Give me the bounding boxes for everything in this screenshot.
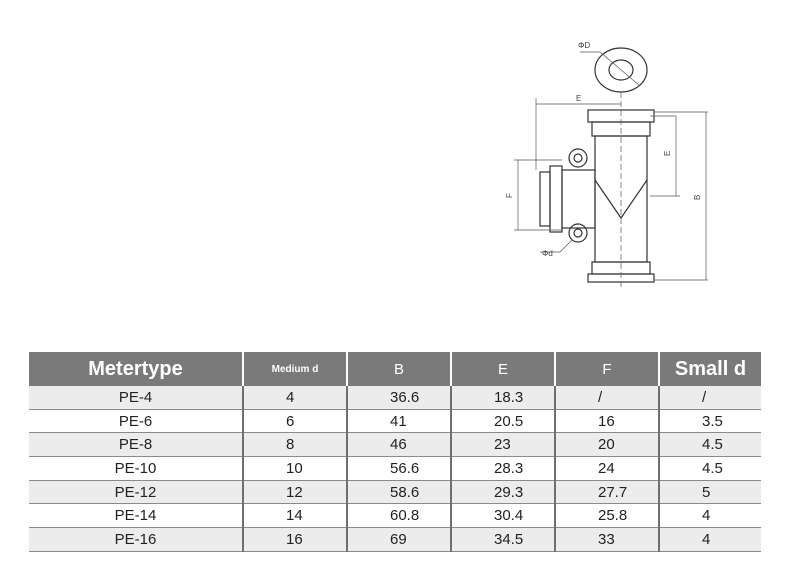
table-row: PE-4 4 36.6 18.3 / / xyxy=(29,386,761,410)
mounting-hole-bottom xyxy=(568,223,588,243)
cell-b: 69 xyxy=(347,527,452,552)
cell-b: 58.6 xyxy=(347,480,452,505)
header-metertype: Metertype xyxy=(29,352,244,386)
label-F: F xyxy=(505,193,514,198)
phi-D-diagonal xyxy=(599,51,641,87)
cell-metertype: PE-6 xyxy=(29,409,244,434)
cell-medium-d: 6 xyxy=(243,409,348,434)
table-header-row: Metertype Medium d B E F Small d xyxy=(29,352,761,386)
cell-medium-d: 4 xyxy=(243,386,348,410)
cell-small-d: 4 xyxy=(659,503,761,529)
cell-metertype: PE-4 xyxy=(29,386,244,410)
cell-e: 23 xyxy=(451,432,556,458)
cell-small-d: 4.5 xyxy=(659,456,761,481)
cell-e: 18.3 xyxy=(451,386,556,410)
cell-metertype: PE-12 xyxy=(29,480,244,505)
cell-b: 41 xyxy=(347,409,452,434)
header-e: E xyxy=(451,352,556,386)
label-phi-d: Φd xyxy=(542,249,553,258)
table-row: PE-16 16 69 34.5 33 4 xyxy=(29,527,761,552)
side-branch xyxy=(561,169,596,229)
cell-small-d: 4 xyxy=(659,527,761,552)
phi-d-diagonal xyxy=(559,239,573,253)
cell-e: 20.5 xyxy=(451,409,556,434)
label-phi-D: ΦD xyxy=(578,41,590,50)
cell-f: / xyxy=(555,386,660,410)
cell-b: 56.6 xyxy=(347,456,452,481)
cell-metertype: PE-16 xyxy=(29,527,244,552)
cell-f: 16 xyxy=(555,409,660,434)
cell-f: 20 xyxy=(555,432,660,458)
mounting-hole-bottom-inner xyxy=(573,228,583,238)
header-f: F xyxy=(555,352,660,386)
mounting-hole-top-inner xyxy=(573,153,583,163)
cell-medium-d: 10 xyxy=(243,456,348,481)
header-b: B xyxy=(347,352,452,386)
spec-table: Metertype Medium d B E F Small d PE-4 4 … xyxy=(29,352,761,552)
cell-medium-d: 12 xyxy=(243,480,348,505)
cell-b: 60.8 xyxy=(347,503,452,529)
cell-small-d: 5 xyxy=(659,480,761,505)
main-body xyxy=(594,135,648,263)
cell-medium-d: 16 xyxy=(243,527,348,552)
cell-small-d: 3.5 xyxy=(659,409,761,434)
label-E2: E xyxy=(663,151,672,156)
cell-f: 27.7 xyxy=(555,480,660,505)
cell-e: 34.5 xyxy=(451,527,556,552)
cell-metertype: PE-14 xyxy=(29,503,244,529)
header-medium-d: Medium d xyxy=(243,352,348,386)
cell-f: 25.8 xyxy=(555,503,660,529)
cell-metertype: PE-8 xyxy=(29,432,244,458)
top-view-inner-ring xyxy=(608,59,634,81)
label-E: E xyxy=(576,94,581,103)
cell-medium-d: 8 xyxy=(243,432,348,458)
side-collet xyxy=(539,171,551,227)
cell-metertype: PE-10 xyxy=(29,456,244,481)
table-row: PE-10 10 56.6 28.3 24 4.5 xyxy=(29,456,761,481)
table-row: PE-12 12 58.6 29.3 27.7 5 xyxy=(29,480,761,505)
cell-small-d: / xyxy=(659,386,761,410)
cell-medium-d: 14 xyxy=(243,503,348,529)
cell-f: 33 xyxy=(555,527,660,552)
technical-drawing: ΦD E E F B Φd xyxy=(500,30,730,290)
cell-e: 29.3 xyxy=(451,480,556,505)
table-row: PE-14 14 60.8 30.4 25.8 4 xyxy=(29,503,761,529)
header-small-d: Small d xyxy=(659,352,761,386)
cell-e: 28.3 xyxy=(451,456,556,481)
tee-fitting-drawing: ΦD E E F B Φd xyxy=(505,41,708,288)
side-release-ring xyxy=(549,165,563,233)
cell-f: 24 xyxy=(555,456,660,481)
mounting-hole-top xyxy=(568,148,588,168)
table-row: PE-6 6 41 20.5 16 3.5 xyxy=(29,409,761,434)
cell-e: 30.4 xyxy=(451,503,556,529)
cell-small-d: 4.5 xyxy=(659,432,761,458)
table-row: PE-8 8 46 23 20 4.5 xyxy=(29,432,761,458)
cell-b: 46 xyxy=(347,432,452,458)
label-B: B xyxy=(693,195,702,200)
cell-b: 36.6 xyxy=(347,386,452,410)
